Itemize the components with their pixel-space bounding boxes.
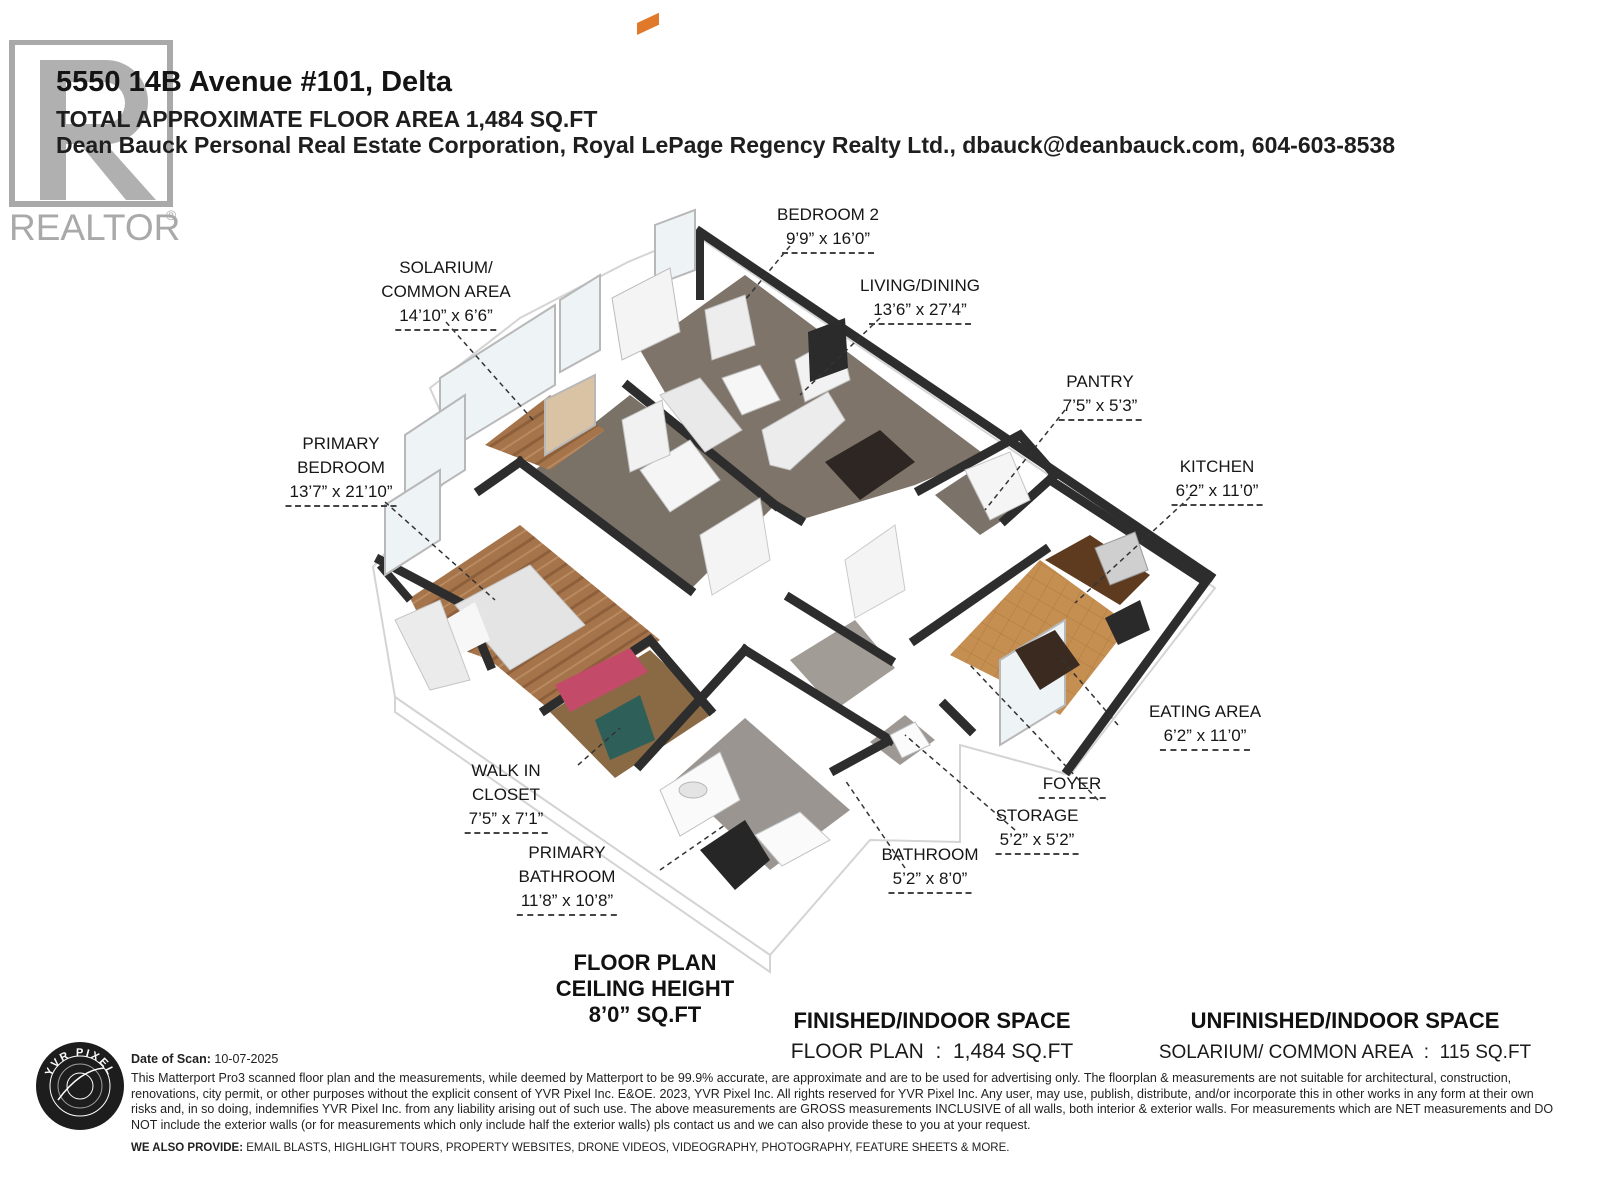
clothes-rack-right [595,695,655,760]
shower-dark-corner [700,820,770,890]
fireplace [611,267,681,361]
stove [1105,600,1150,645]
coffee-table [721,364,781,416]
leader-lines [384,245,1191,871]
total-floor-area: TOTAL APPROXIMATE FLOOR AREA 1,484 SQ.FT [56,106,598,132]
disclaimer-text: This Matterport Pro3 scanned floor plan … [131,1071,1554,1132]
unfinished-space-value: SOLARIUM/ COMMON AREA : 115 SQ.FT [1158,1042,1532,1063]
sofa [761,391,846,471]
tv [808,318,848,382]
plan-caption-title: FLOOR PLAN [573,950,717,975]
dining-table [825,430,915,500]
armchair [704,294,756,361]
realtor-watermark-logo: REALTOR ® [9,40,180,248]
services-line: WE ALSO PROVIDE: EMAIL BLASTS, HIGHLIGHT… [131,1142,1010,1154]
wardrobe [699,497,771,596]
closet-doors [844,524,906,619]
realtor-text: REALTOR [9,207,180,248]
finished-space-title: FINISHED/INDOOR SPACE [793,1008,1071,1033]
bedroom-sofa [394,599,471,691]
bathtub [754,811,831,867]
sofa-2 [659,377,743,453]
finished-space-value: FLOOR PLAN : 1,484 SQ.FT [790,1040,1074,1063]
desk-cabinet [621,399,671,473]
agent-contact-line: Dean Bauck Personal Real Estate Corporat… [56,132,1396,158]
realtor-registered-mark: ® [166,207,177,223]
bed-pillows [445,602,490,655]
scan-date-line: Date of Scan: 10-07-2025 [131,1052,279,1066]
plan-caption-height: 8’0” SQ.FT [588,1002,702,1027]
yvr-pixel-logo: YVR PIXEL [36,1042,124,1130]
sink [678,781,708,799]
listing-address: 5550 14B Avenue #101, Delta [56,66,453,98]
bed [454,564,586,671]
room-label-foyer: FOYER [1038,772,1106,799]
eating-table [1015,630,1080,690]
furniture [394,12,1150,867]
plan-caption-ceiling: CEILING HEIGHT [555,976,735,1001]
washer-dryer [964,451,1031,521]
unfinished-space-title: UNFINISHED/INDOOR SPACE [1190,1008,1500,1033]
clothes-rack-left [555,648,648,712]
kitchen-cabinets [1045,535,1150,605]
